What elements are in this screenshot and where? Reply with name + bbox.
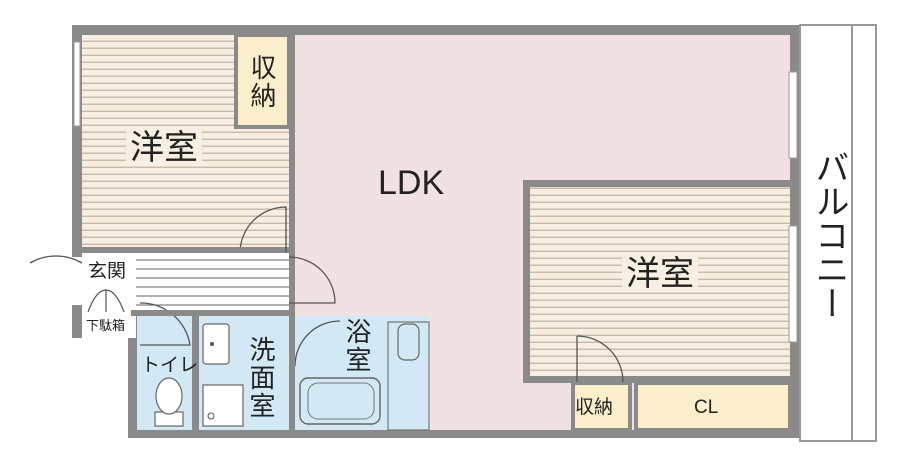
closet-label: CL: [694, 397, 719, 418]
doors: [29, 206, 624, 383]
western-room-1-label: 洋室: [126, 131, 202, 165]
ldk-label: LDK: [378, 164, 445, 202]
bathtub: [299, 377, 381, 425]
storage-top-label: 収納: [246, 54, 276, 110]
balcony-label: バルコニー: [809, 150, 849, 320]
water-heater: [387, 321, 430, 431]
storage-bottom-label: 収納: [575, 396, 614, 418]
outside-notch: [60, 338, 128, 448]
water-heater-inner: [397, 323, 420, 361]
entrance-label: 玄関: [86, 260, 129, 282]
western-room-2-label: 洋室: [622, 257, 698, 291]
washer-pan: [202, 384, 244, 427]
closet-floor: [634, 381, 792, 432]
shoe-box-label: 下駄箱: [86, 319, 126, 334]
entrance-floor: [136, 253, 289, 310]
storage-bottom-floor: [571, 381, 632, 432]
washroom-label: 洗面室: [245, 336, 275, 420]
toilet-bowl: [155, 377, 183, 415]
bathroom-label: 浴室: [341, 318, 371, 374]
toilet-label: トイレ: [141, 354, 199, 376]
windows: [73, 41, 798, 343]
outside-entry: [20, 257, 82, 305]
shoe-box-doors: [87, 289, 125, 313]
balcony-floor: [799, 24, 877, 442]
washbasin-drain: [210, 342, 214, 346]
bathtub-inner: [307, 382, 375, 420]
interior-walls: [82, 35, 295, 430]
washer-drain: [207, 412, 215, 420]
balcony-rail: [851, 24, 877, 442]
washbasin: [202, 323, 230, 365]
